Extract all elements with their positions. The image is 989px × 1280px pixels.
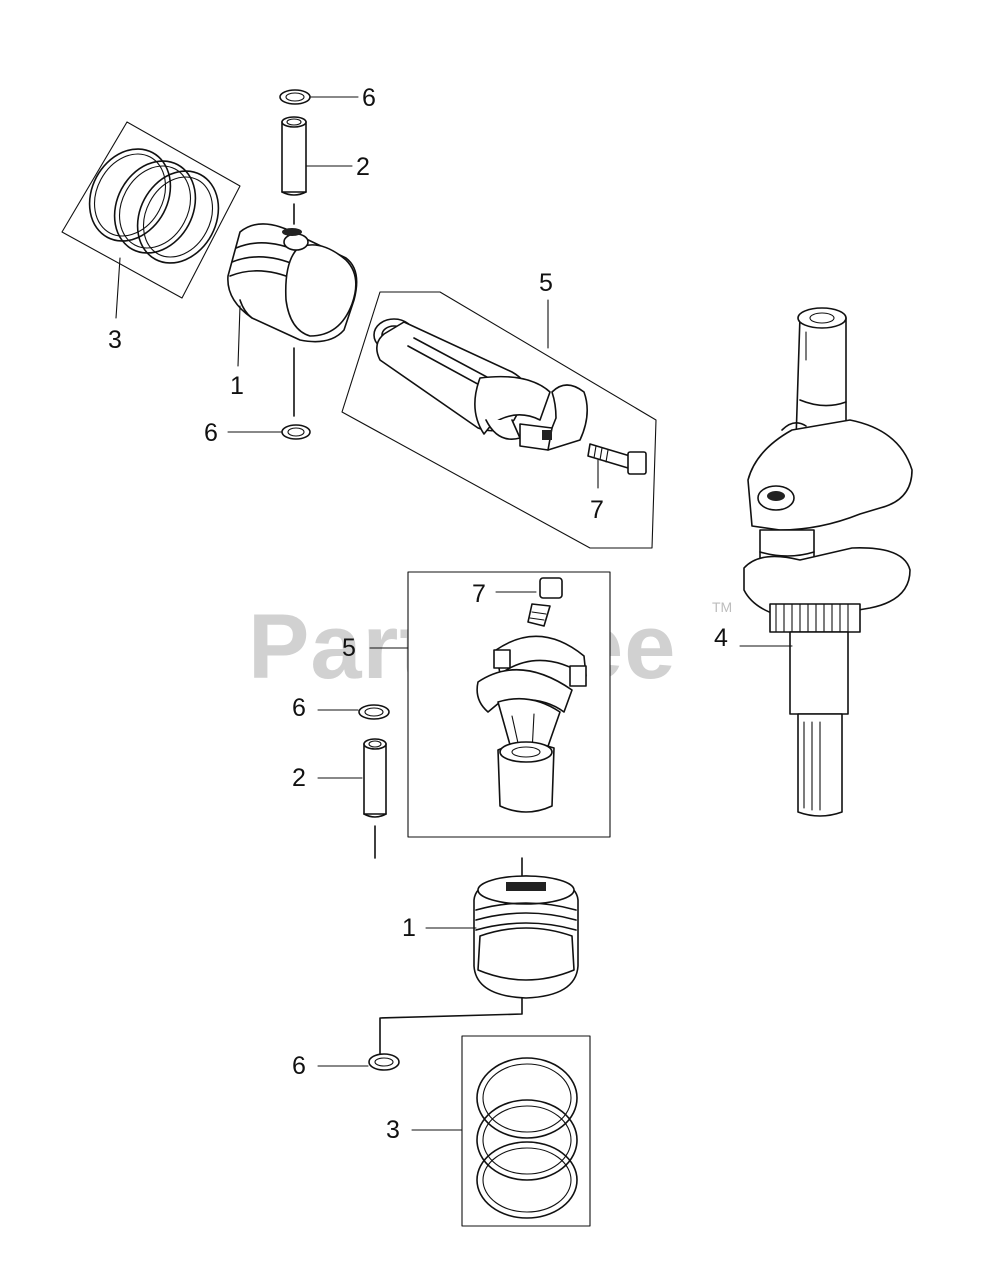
callout-piston-2: 1 [402, 914, 416, 942]
callout-circlip-1: 6 [362, 84, 376, 112]
crankshaft[interactable] [743, 307, 913, 817]
callout-piston-pin-2: 2 [292, 764, 306, 792]
connecting-rod-lower[interactable] [407, 571, 611, 838]
circlip-lower-bottom[interactable] [368, 1053, 400, 1071]
callout-ring-set-2: 3 [386, 1116, 400, 1144]
piston-ring-set-upper[interactable] [61, 121, 241, 299]
rod-bolt-lower[interactable] [527, 577, 563, 627]
callout-connecting-rod-2: 5 [342, 634, 356, 662]
piston-pin-lower[interactable] [363, 738, 387, 818]
callout-circlip-3: 6 [292, 694, 306, 722]
piston-pin-upper[interactable] [281, 116, 307, 196]
circlip-lower-top[interactable] [358, 704, 390, 720]
leader-lines [115, 96, 793, 1131]
connecting-rod-upper[interactable] [341, 291, 657, 549]
callout-rod-bolt-1: 7 [590, 496, 604, 524]
callout-connecting-rod-1: 5 [539, 269, 553, 297]
callout-crankshaft: 4 [714, 624, 728, 652]
callout-piston-1: 1 [230, 372, 244, 400]
callout-rod-bolt-2: 7 [472, 580, 486, 608]
circlip-upper-top[interactable] [279, 89, 311, 105]
callout-circlip-2: 6 [204, 419, 218, 447]
piston-lower[interactable] [473, 875, 579, 999]
watermark-tm: TM [712, 599, 732, 615]
callout-circlip-4: 6 [292, 1052, 306, 1080]
circlip-upper-bottom[interactable] [281, 424, 311, 440]
piston-ring-set-lower[interactable] [461, 1035, 591, 1227]
rod-bolt-upper[interactable] [587, 443, 647, 475]
piston-upper[interactable] [227, 223, 358, 343]
callout-ring-set-1: 3 [108, 326, 122, 354]
callout-piston-pin-1: 2 [356, 153, 370, 181]
